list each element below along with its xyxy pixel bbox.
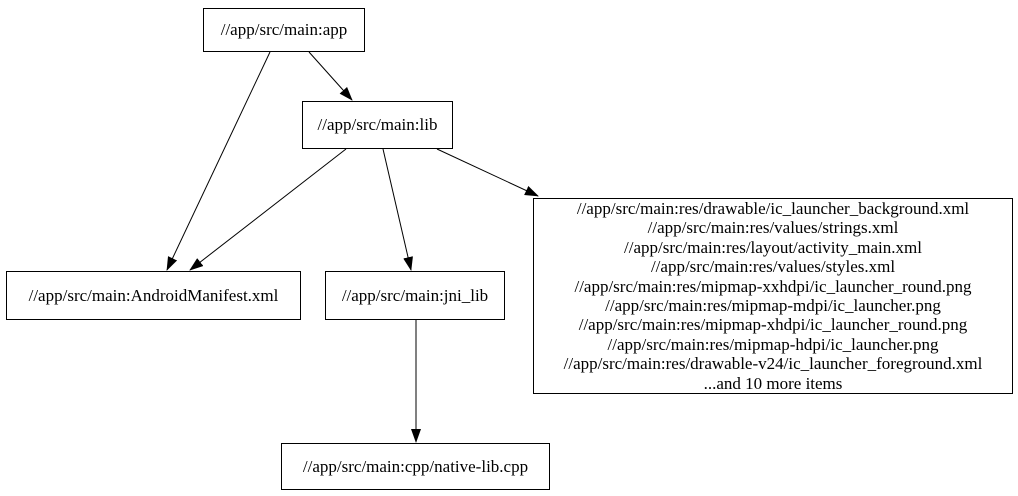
- resource-item: //app/src/main:res/drawable-v24/ic_launc…: [563, 354, 983, 374]
- edge-lib-to-resources: [436, 148, 539, 197]
- resource-item: //app/src/main:res/mipmap-xhdpi/ic_launc…: [578, 315, 968, 335]
- resource-item: //app/src/main:res/layout/activity_main.…: [624, 237, 922, 257]
- node-jni-lib: //app/src/main:jni_lib: [325, 271, 505, 320]
- node-native-lib-cpp-label: //app/src/main:cpp/native-lib.cpp: [302, 456, 529, 476]
- resource-item: //app/src/main:res/values/styles.xml: [650, 257, 896, 277]
- resource-item: //app/src/main:res/values/strings.xml: [647, 218, 899, 238]
- node-lib-label: //app/src/main:lib: [317, 115, 438, 135]
- edge-lib-to-manifest: [189, 148, 347, 271]
- node-native-lib-cpp: //app/src/main:cpp/native-lib.cpp: [281, 443, 550, 490]
- node-app: //app/src/main:app: [203, 8, 365, 52]
- resource-item: //app/src/main:res/mipmap-xxhdpi/ic_laun…: [574, 276, 972, 296]
- node-android-manifest-label: //app/src/main:AndroidManifest.xml: [28, 285, 279, 305]
- node-app-label: //app/src/main:app: [220, 20, 348, 40]
- node-jni-lib-label: //app/src/main:jni_lib: [341, 285, 489, 305]
- resource-item: //app/src/main:res/drawable/ic_launcher_…: [576, 198, 970, 218]
- node-resources-group: //app/src/main:res/drawable/ic_launcher_…: [533, 198, 1013, 394]
- resource-item: //app/src/main:res/mipmap-mdpi/ic_launch…: [605, 296, 941, 315]
- edge-lib-to-jni-lib: [382, 148, 413, 271]
- resource-item: //app/src/main:res/mipmap-hdpi/ic_launch…: [607, 334, 939, 354]
- resource-more-items: ...and 10 more items: [703, 373, 843, 393]
- edge-app-to-lib: [308, 51, 353, 101]
- node-android-manifest: //app/src/main:AndroidManifest.xml: [6, 271, 301, 320]
- node-lib: //app/src/main:lib: [302, 101, 453, 149]
- edge-app-to-manifest: [166, 51, 271, 271]
